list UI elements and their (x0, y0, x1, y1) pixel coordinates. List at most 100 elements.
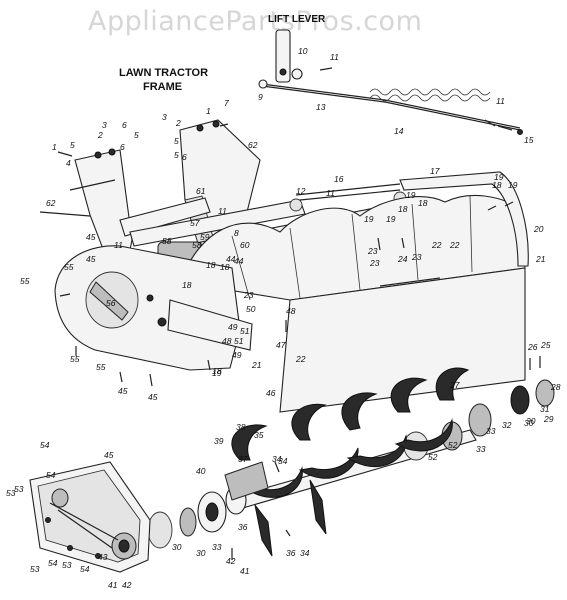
callout-label: 5 (70, 140, 75, 150)
callout-label: 23 (411, 252, 422, 262)
callout-label: 18 (212, 366, 222, 376)
callout-labels-repeated: 62 11 11 11 11 3 2 1 5 6 5 5 6 19 18 18 … (14, 96, 536, 576)
callout-label: 23 (367, 246, 378, 256)
callout-label: 21 (535, 254, 546, 264)
callout-label: 11 (326, 188, 335, 198)
callout-label: 36 (238, 522, 248, 532)
callout-label: 25 (540, 340, 551, 350)
callout-label: 45 (118, 386, 128, 396)
callout-label: 19 (406, 190, 416, 200)
callout-label: 45 (148, 392, 158, 402)
callout-label: 5 (174, 136, 179, 146)
callout-label: 23 (243, 290, 254, 300)
hub-assembly (147, 461, 269, 549)
callout-label: 19 (212, 368, 222, 378)
callout-label: 41 (108, 580, 118, 590)
callout-label: 27 (449, 380, 460, 390)
callout-label: 10 (298, 46, 308, 56)
callout-label: 3 (162, 112, 167, 122)
callout-label: 18 (398, 204, 408, 214)
callout-label: 5 (134, 130, 139, 140)
lift-lever-assembly (258, 29, 523, 135)
callout-label: 17 (430, 166, 440, 176)
callout-label: 9 (258, 92, 263, 102)
callout-label: 38 (236, 422, 246, 432)
callout-label: 18 (182, 280, 192, 290)
callout-label: 28 (550, 382, 561, 392)
callout-label: 3 (102, 120, 107, 130)
callout-label: 18 (492, 180, 502, 190)
lift-lever-label: LIFT LEVER (268, 14, 326, 25)
callout-label: 39 (214, 436, 224, 446)
frame-brackets (39, 119, 306, 263)
callout-label: 13 (316, 102, 326, 112)
callout-label: 61 (196, 186, 206, 196)
callout-label: 32 (502, 420, 512, 430)
callout-label: 50 (246, 304, 256, 314)
callout-label: 45 (86, 232, 96, 242)
callout-label: 44 (226, 254, 236, 264)
callout-label: 2 (97, 130, 103, 140)
callout-label: 62 (248, 140, 258, 150)
callout-label: 51 (240, 326, 250, 336)
hardware (57, 123, 541, 560)
callout-labels: 1 2 3 4 5 6 7 8 9 10 11 12 13 14 15 16 1… (6, 46, 561, 590)
callout-label: 19 (364, 214, 374, 224)
callout-label: 58 (192, 240, 202, 250)
callout-label: 33 (476, 444, 486, 454)
tine-shield (179, 171, 529, 413)
callout-label: 30 (196, 548, 206, 558)
callout-label: 11 (218, 206, 227, 216)
callout-label: 48 (222, 336, 232, 346)
callout-label: 44 (234, 256, 244, 266)
callout-label: 18 (206, 260, 216, 270)
callout-label: 59 (200, 232, 210, 242)
callout-label: 12 (296, 186, 306, 196)
callout-label: 30 (524, 418, 534, 428)
callout-label: 49 (232, 350, 242, 360)
callout-label: 51 (234, 336, 244, 346)
callout-label: 22 (431, 240, 442, 250)
callout-label: 18 (220, 262, 230, 272)
callout-label: 8 (234, 228, 239, 238)
frame-label-line2: FRAME (143, 81, 182, 93)
callout-label: 55 (70, 354, 80, 364)
watermark: AppliancePartsPros.com (88, 6, 422, 37)
callout-label: 42 (226, 556, 236, 566)
callout-label: 58 (162, 236, 172, 246)
callout-label: 54 (40, 440, 50, 450)
callout-label: 62 (46, 198, 56, 208)
callout-label: 11 (330, 52, 339, 62)
callout-label: 23 (369, 258, 380, 268)
callout-label: 5 (174, 150, 179, 160)
callout-label: 40 (196, 466, 206, 476)
callout-label: 31 (540, 404, 550, 414)
callout-label: 47 (276, 340, 286, 350)
callout-label: 24 (397, 254, 408, 264)
callout-label: 14 (394, 126, 404, 136)
callout-label: 30 (172, 542, 182, 552)
callout-label: 21 (251, 360, 262, 370)
callout-label: 11 (496, 96, 505, 106)
callout-label: 20 (533, 224, 544, 234)
callout-label: 34 (300, 548, 310, 558)
callout-label: 52 (428, 452, 438, 462)
callout-label: 53 (6, 488, 16, 498)
callout-label: 15 (524, 135, 534, 145)
callout-label: 52 (448, 440, 458, 450)
callout-label: 19 (494, 172, 504, 182)
callout-label: 2 (175, 118, 181, 128)
callout-label: 4 (66, 158, 71, 168)
callout-label: 1 (206, 106, 211, 116)
callout-label: 48 (286, 306, 296, 316)
callout-label: 30 (526, 416, 536, 426)
callout-label: 35 (254, 430, 264, 440)
callout-label: 55 (64, 262, 74, 272)
callout-label: 29 (543, 414, 554, 424)
callout-label: 34 (272, 454, 282, 464)
callout-label: 6 (122, 120, 127, 130)
callout-label: 41 (240, 566, 250, 576)
callout-label: 54 (46, 470, 56, 480)
callout-label: 26 (527, 342, 538, 352)
callout-label: 49 (228, 322, 238, 332)
